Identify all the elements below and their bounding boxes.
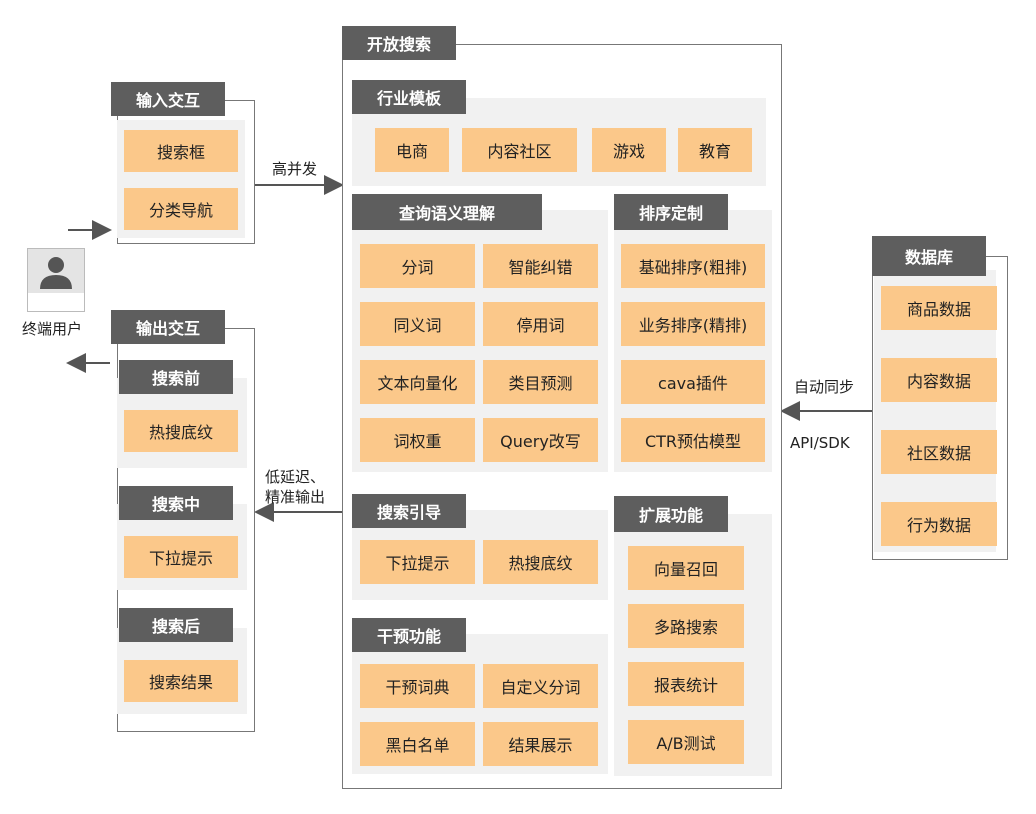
query-item-term-weight: 词权重: [360, 418, 475, 462]
ranking-item-cava-plugin: cava插件: [621, 360, 765, 404]
input-interaction-title: 输入交互: [111, 82, 225, 116]
extend-item-report-stats: 报表统计: [628, 662, 744, 706]
ranking-item-fine: 业务排序(精排): [621, 302, 765, 346]
industry-content-community: 内容社区: [462, 128, 577, 172]
query-item-text-vectorization: 文本向量化: [360, 360, 475, 404]
industry-ecommerce: 电商: [375, 128, 449, 172]
db-item-community-data: 社区数据: [881, 430, 997, 474]
person-icon: [40, 257, 72, 289]
hot-search-shading-item: 热搜底纹: [124, 410, 238, 452]
intervene-item-dictionary: 干预词典: [360, 664, 475, 708]
high-concurrency-label: 高并发: [272, 160, 318, 178]
extend-item-multipath-search: 多路搜索: [628, 604, 744, 648]
search-box-item: 搜索框: [124, 130, 238, 172]
industry-templates-title: 行业模板: [352, 80, 466, 114]
output-interaction-title: 输出交互: [111, 310, 225, 344]
db-item-product-data: 商品数据: [881, 286, 997, 330]
intervene-item-custom-segmentation: 自定义分词: [483, 664, 598, 708]
query-understanding-title: 查询语义理解: [352, 194, 542, 230]
auto-sync-label: 自动同步: [794, 378, 855, 396]
query-item-category-prediction: 类目预测: [483, 360, 598, 404]
dropdown-hint-output-item: 下拉提示: [124, 536, 238, 578]
low-latency-label-line1: 低延迟、: [265, 468, 326, 486]
query-item-segmentation: 分词: [360, 244, 475, 288]
extend-item-ab-test: A/B测试: [628, 720, 744, 764]
ranking-item-coarse: 基础排序(粗排): [621, 244, 765, 288]
end-user-label: 终端用户: [22, 320, 83, 338]
extend-item-vector-recall: 向量召回: [628, 546, 744, 590]
db-item-behavior-data: 行为数据: [881, 502, 997, 546]
during-search-title: 搜索中: [119, 486, 233, 520]
query-item-query-rewrite: Query改写: [483, 418, 598, 462]
guide-item-dropdown-hint: 下拉提示: [360, 540, 475, 584]
query-item-stopwords: 停用词: [483, 302, 598, 346]
industry-games: 游戏: [592, 128, 666, 172]
extended-functions-title: 扩展功能: [614, 496, 728, 532]
end-user-avatar: [27, 248, 85, 312]
ranking-custom-title: 排序定制: [614, 194, 728, 230]
query-item-synonyms: 同义词: [360, 302, 475, 346]
before-search-title: 搜索前: [119, 360, 233, 394]
db-item-content-data: 内容数据: [881, 358, 997, 402]
intervention-title: 干预功能: [352, 618, 466, 652]
search-results-item: 搜索结果: [124, 660, 238, 702]
intervene-item-result-display: 结果展示: [483, 722, 598, 766]
guide-item-hot-search: 热搜底纹: [483, 540, 598, 584]
open-search-title: 开放搜索: [342, 26, 456, 60]
query-item-spell-correction: 智能纠错: [483, 244, 598, 288]
search-guidance-title: 搜索引导: [352, 494, 466, 528]
database-title: 数据库: [872, 236, 986, 276]
intervene-item-blacklist: 黑白名单: [360, 722, 475, 766]
after-search-title: 搜索后: [119, 608, 233, 642]
ranking-item-ctr-model: CTR预估模型: [621, 418, 765, 462]
industry-education: 教育: [678, 128, 752, 172]
low-latency-label-line2: 精准输出: [265, 488, 326, 506]
api-sdk-label: API/SDK: [790, 434, 850, 452]
category-nav-item: 分类导航: [124, 188, 238, 230]
